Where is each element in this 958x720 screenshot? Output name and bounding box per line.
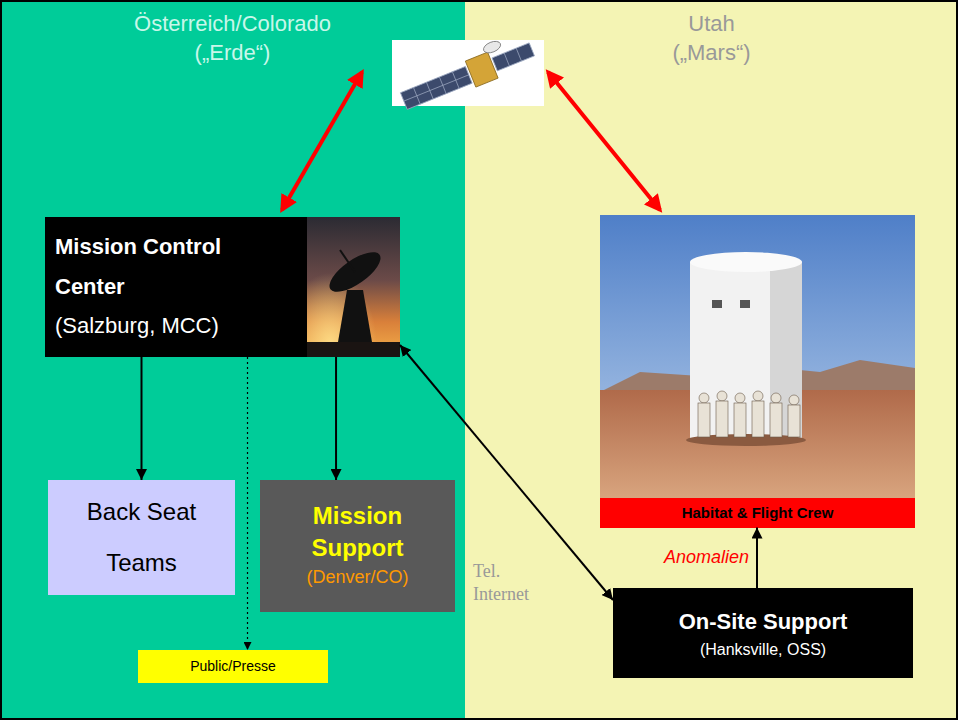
- region-band: Österreich/Colorado („Erde“) Mission Cont…: [0, 0, 465, 720]
- box-subtitle: (Hanksville, OSS): [700, 638, 826, 662]
- dish-feed: [340, 250, 355, 272]
- flow-arrow: [335, 357, 337, 480]
- habitat-window: [712, 300, 722, 308]
- habitat-photo: [600, 215, 915, 498]
- region-heading: Österreich/Colorado („Erde“): [108, 10, 358, 67]
- box-title: Back Seat Teams: [72, 487, 212, 588]
- support-box: Mission Support(Denver/CO): [260, 480, 455, 612]
- flow-arrow: [756, 528, 758, 589]
- box-title: Mission Control Center: [55, 227, 255, 306]
- photo-ground: [600, 390, 915, 498]
- photo-sky: [600, 215, 915, 498]
- solar-panel: [400, 67, 472, 110]
- photo-sky: [307, 217, 400, 357]
- box-subtitle: (Denver/CO): [306, 563, 408, 592]
- satellite-dish: [482, 39, 502, 55]
- photo-ground: [307, 342, 400, 357]
- habitat-cylinder: [690, 262, 802, 440]
- habitat-window: [740, 300, 750, 308]
- region-heading: Utah („Mars“): [657, 10, 767, 67]
- onsite-box: On-Site Support(Hanksville, OSS): [613, 588, 913, 678]
- solar-panel: [492, 43, 534, 71]
- public-box: Public/Presse: [138, 650, 328, 683]
- satellite-picture: [392, 29, 544, 114]
- heading-holder: Österreich/Colorado („Erde“): [108, 10, 358, 67]
- box-title: Mission Support: [283, 500, 433, 562]
- box-body: Mission Control Center(Salzburg, MCC): [45, 217, 307, 357]
- heading-holder: Utah („Mars“): [657, 10, 767, 67]
- dish-mount: [338, 290, 372, 342]
- panel-grid: [504, 48, 521, 66]
- satellite-symbol: [396, 29, 537, 114]
- label-holder: Tel. Internet: [473, 560, 548, 605]
- panel-grid: [400, 67, 472, 110]
- label-holder: Anomalien: [664, 547, 749, 569]
- box-subtitle: (Salzburg, MCC): [55, 306, 219, 346]
- caption-strip: Habitat & Flight Crew: [600, 498, 915, 528]
- anomaly-label: Anomalien: [664, 547, 749, 569]
- crew-figures: [698, 391, 800, 437]
- habitat-shade: [770, 262, 802, 440]
- antenna-photo: [307, 217, 400, 357]
- team-box: Back Seat Teams: [48, 480, 235, 595]
- link-label: Tel. Internet: [473, 560, 548, 605]
- box-title: On-Site Support: [679, 605, 848, 638]
- box-title: Public/Presse: [190, 658, 276, 675]
- habitat-roof: [690, 252, 802, 272]
- photo-glow: [307, 217, 400, 357]
- flow-arrow: [141, 357, 143, 480]
- box-title: Habitat & Flight Crew: [682, 503, 834, 523]
